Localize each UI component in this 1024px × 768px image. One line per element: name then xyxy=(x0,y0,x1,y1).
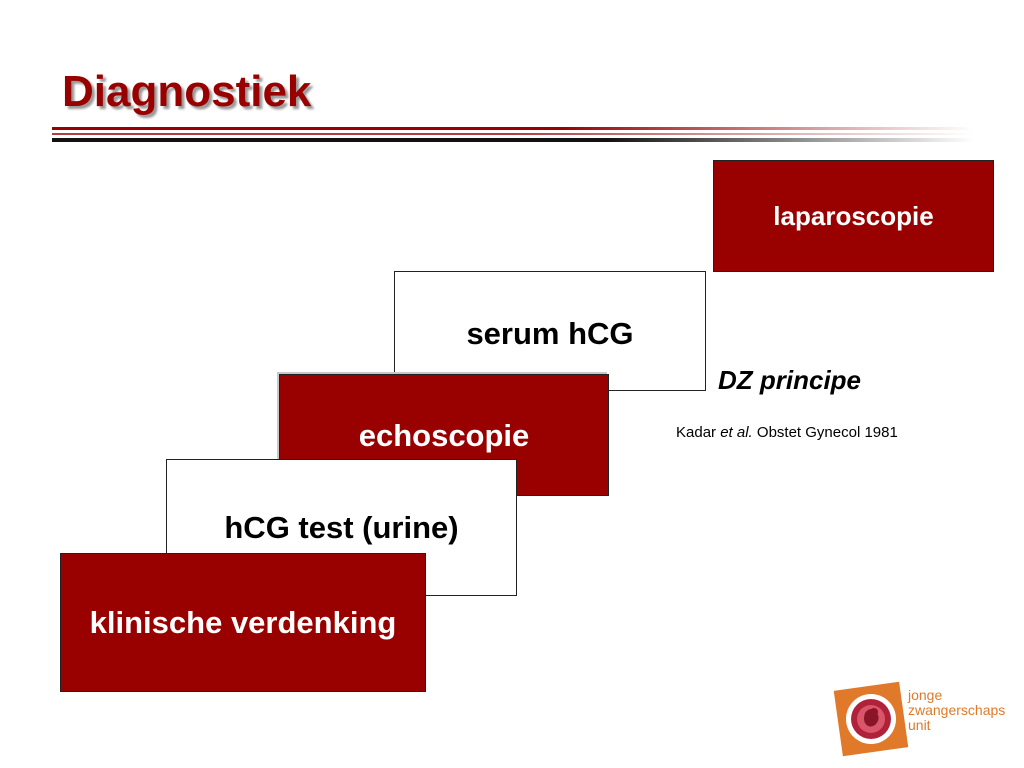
reference-citation: Kadar et al. Obstet Gynecol 1981 xyxy=(676,424,898,441)
title-divider-red xyxy=(52,127,974,130)
step-laparoscopie: laparoscopie xyxy=(713,160,994,272)
dz-principle-label: DZ principe xyxy=(718,365,862,395)
title-divider-thin xyxy=(52,133,974,135)
title-divider-black xyxy=(52,138,974,142)
logo-wordmark: jonge zwangerschaps unit xyxy=(908,688,1005,733)
logo-emblem-icon xyxy=(846,694,896,744)
logo-line-2: zwangerschaps xyxy=(908,702,1006,718)
reference-author: Kadar xyxy=(676,424,717,441)
step-klinische-label: klinische verdenking xyxy=(89,604,397,640)
step-laparoscopie-label: laparoscopie xyxy=(773,200,934,231)
logo-line-1: jonge xyxy=(908,687,943,703)
logo-line-3: unit xyxy=(908,717,931,733)
step-klinische-verdenking: klinische verdenking xyxy=(60,553,426,692)
jonge-zwangerschaps-unit-logo: jonge zwangerschaps unit xyxy=(832,681,1022,762)
reference-etal: et al. xyxy=(720,424,753,441)
step-hcg-test-label: hCG test (urine) xyxy=(224,510,459,545)
step-echoscopie-label: echoscopie xyxy=(358,418,530,453)
step-serum-hcg: serum hCG xyxy=(394,271,706,391)
slide-title: Diagnostiek xyxy=(62,67,312,116)
reference-journal: Obstet Gynecol 1981 xyxy=(756,424,898,441)
step-serum-hcg-label: serum hCG xyxy=(466,316,634,351)
